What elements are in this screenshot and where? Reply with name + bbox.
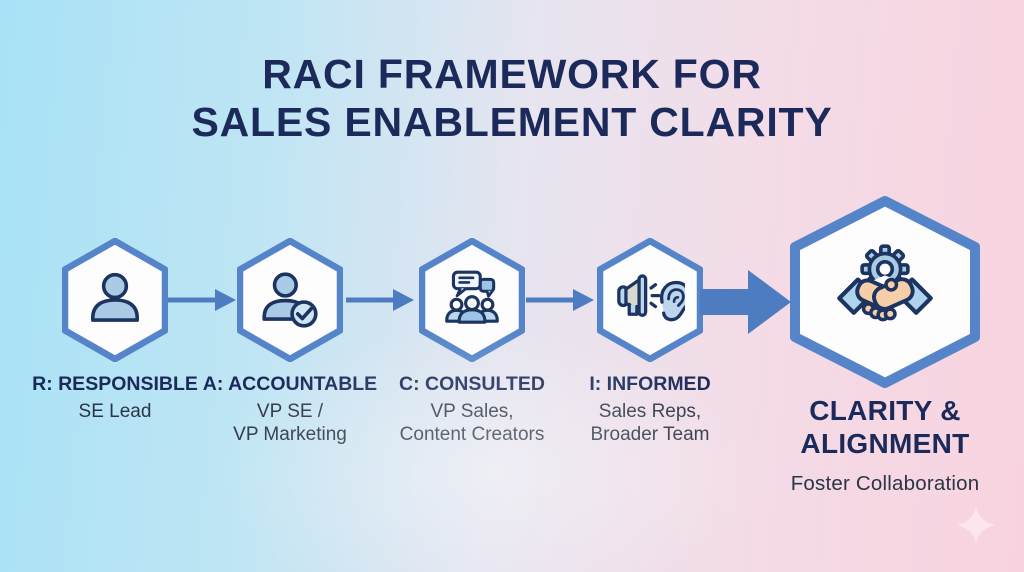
group-discussion-icon bbox=[445, 270, 499, 324]
step-sublabel: VP SE / VP Marketing bbox=[233, 401, 347, 445]
step-title: A: ACCOUNTABLE bbox=[202, 373, 378, 395]
outcome-sublabel: Foster Collaboration bbox=[790, 472, 980, 495]
step-node-informed bbox=[597, 238, 703, 362]
outcome-node-clarity-alignment bbox=[790, 196, 980, 388]
hexagon-shape bbox=[597, 238, 703, 362]
step-title: C: CONSULTED bbox=[399, 373, 545, 395]
flow-arrow-icon bbox=[526, 289, 594, 311]
sparkle-icon bbox=[957, 506, 995, 544]
step-title: R: RESPONSIBLE bbox=[32, 373, 198, 395]
outcome-title-line-2: ALIGNMENT bbox=[800, 428, 970, 459]
page-title: RACI FRAMEWORK FOR SALES ENABLEMENT CLAR… bbox=[0, 50, 1024, 146]
flow-arrow-icon bbox=[168, 289, 236, 311]
flow-arrow-icon bbox=[346, 289, 414, 311]
outcome-title-line-1: CLARITY & bbox=[809, 395, 961, 426]
step-sublabel: VP Sales, Content Creators bbox=[399, 401, 545, 445]
step-node-accountable bbox=[237, 238, 343, 362]
megaphone-ear-icon bbox=[617, 274, 685, 322]
step-label-responsible: R: RESPONSIBLE SE Lead bbox=[20, 373, 210, 423]
step-label-accountable: A: ACCOUNTABLE VP SE / VP Marketing bbox=[195, 373, 385, 446]
step-title: I: INFORMED bbox=[589, 373, 711, 395]
title-line-1: RACI FRAMEWORK FOR bbox=[262, 51, 762, 97]
step-node-consulted bbox=[419, 238, 525, 362]
flow-arrow-bold-icon bbox=[700, 270, 791, 334]
title-line-2: SALES ENABLEMENT CLARITY bbox=[191, 99, 833, 145]
step-sublabel: Sales Reps, Broader Team bbox=[590, 401, 710, 445]
person-check-icon bbox=[262, 272, 318, 328]
person-icon bbox=[91, 272, 139, 322]
step-label-informed: I: INFORMED Sales Reps, Broader Team bbox=[555, 373, 745, 446]
handshake-gear-icon bbox=[837, 244, 933, 324]
step-node-responsible bbox=[62, 238, 168, 362]
outcome-label: CLARITY & ALIGNMENT Foster Collaboration bbox=[770, 394, 1000, 500]
step-sublabel: SE Lead bbox=[78, 401, 152, 422]
step-label-consulted: C: CONSULTED VP Sales, Content Creators bbox=[377, 373, 567, 446]
